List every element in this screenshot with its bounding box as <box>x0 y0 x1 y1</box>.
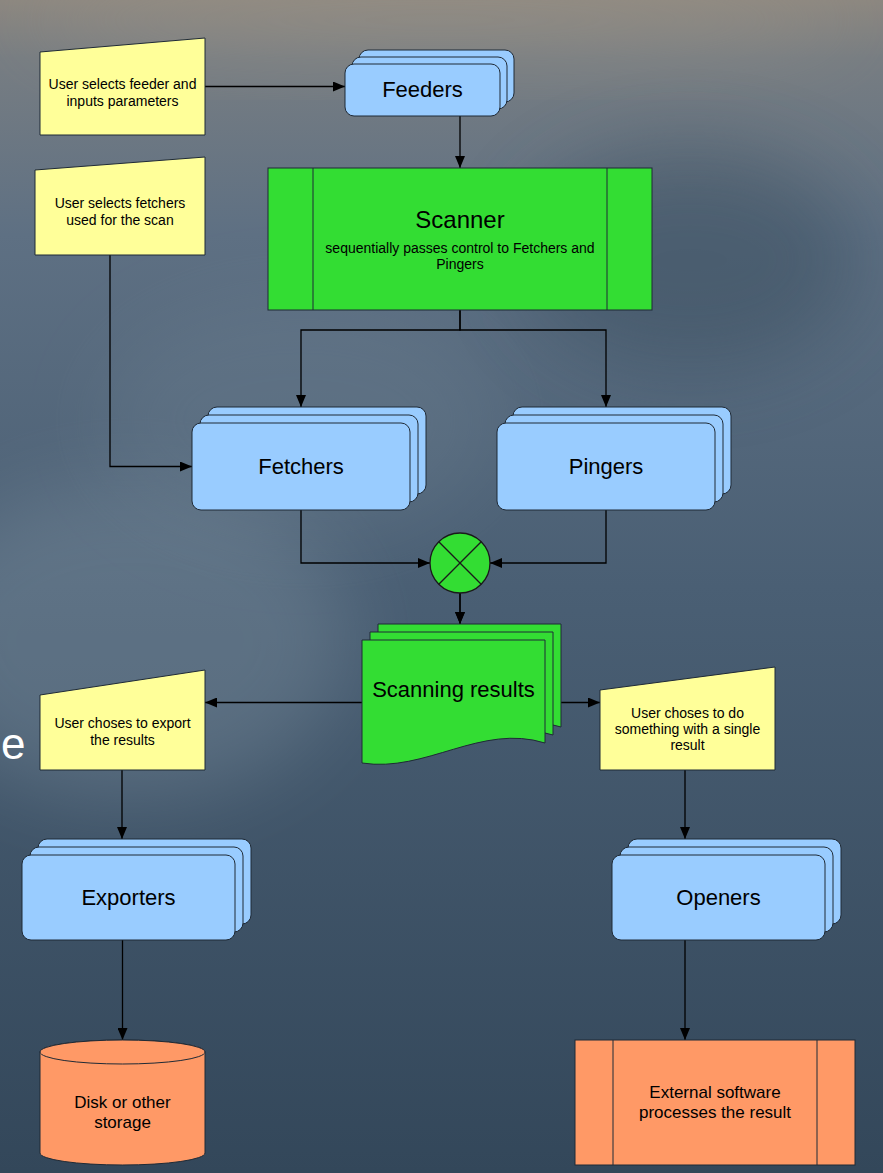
node-label: External software processes the result <box>617 1083 813 1122</box>
module-stack: Pingers <box>497 407 731 510</box>
module-stack: Feeders <box>345 50 514 116</box>
connector-arrow <box>684 770 685 839</box>
node-label: Scanner <box>415 206 504 234</box>
text-area: Exporters <box>26 859 231 936</box>
input-callout: User selects fetchers used for the scan <box>35 157 205 255</box>
arrowhead <box>490 558 502 568</box>
connector-arrow <box>205 702 362 703</box>
storage-cylinder: Disk or other storage <box>40 1040 205 1165</box>
node-sublabel: sequentially passes control to Fetchers … <box>317 240 603 272</box>
text-area: User choses to do something with a singl… <box>608 696 767 762</box>
fog-patch <box>100 300 500 540</box>
connector-arrow <box>205 86 345 87</box>
text-area: User selects fetchers used for the scan <box>43 176 197 247</box>
connector-arrow <box>122 940 123 1040</box>
module-stack: Exporters <box>22 839 251 940</box>
merge-circle <box>430 533 490 593</box>
input-callout: User selects feeder and inputs parameter… <box>40 38 205 135</box>
text-area: User choses to export the results <box>48 701 197 762</box>
node-label: Pingers <box>569 454 644 479</box>
module-stack: Openers <box>612 839 841 940</box>
text-area: User selects feeder and inputs parameter… <box>48 58 197 127</box>
external-process-box: External software processes the result <box>575 1040 855 1165</box>
input-callout: User choses to do something with a singl… <box>600 667 775 770</box>
node-label: User choses to export the results <box>48 715 197 747</box>
node-label: User selects fetchers used for the scan <box>43 195 197 227</box>
merge-cross <box>439 542 481 584</box>
text-area: Scanning results <box>372 648 535 731</box>
connector-arrow <box>110 255 192 467</box>
merge-cross <box>439 542 481 584</box>
connector-arrow <box>684 940 685 1040</box>
node-label: Feeders <box>382 77 463 102</box>
node-label: Openers <box>676 885 760 910</box>
connector-arrow <box>459 116 460 168</box>
input-callout: User choses to export the results <box>40 670 205 770</box>
text-area: Pingers <box>501 427 711 506</box>
node-label: Disk or other storage <box>48 1093 197 1132</box>
node-label: Fetchers <box>258 454 344 479</box>
node-label: Exporters <box>81 885 175 910</box>
text-area: Scanner sequentially passes control to Fe… <box>317 176 603 302</box>
text-area: Disk or other storage <box>48 1070 197 1155</box>
module-stack: Fetchers <box>192 407 426 510</box>
connector-arrow <box>561 702 600 703</box>
background-letter: e <box>1 722 25 766</box>
process-box: Scanner sequentially passes control to Fe… <box>268 168 652 310</box>
text-area: External software processes the result <box>617 1048 813 1157</box>
document-stack: Scanning results <box>362 624 561 765</box>
node-label: User selects feeder and inputs parameter… <box>48 76 197 108</box>
text-area: Feeders <box>349 68 496 112</box>
connector-arrow <box>301 310 460 407</box>
node-label: Scanning results <box>372 677 535 702</box>
connector-arrow <box>121 770 122 839</box>
node-label: User choses to do something with a singl… <box>608 705 767 753</box>
arrowhead <box>418 558 430 568</box>
text-area: Openers <box>616 859 821 936</box>
connector-arrow <box>460 310 606 407</box>
text-area: Fetchers <box>196 427 406 506</box>
node-outline <box>268 168 652 310</box>
